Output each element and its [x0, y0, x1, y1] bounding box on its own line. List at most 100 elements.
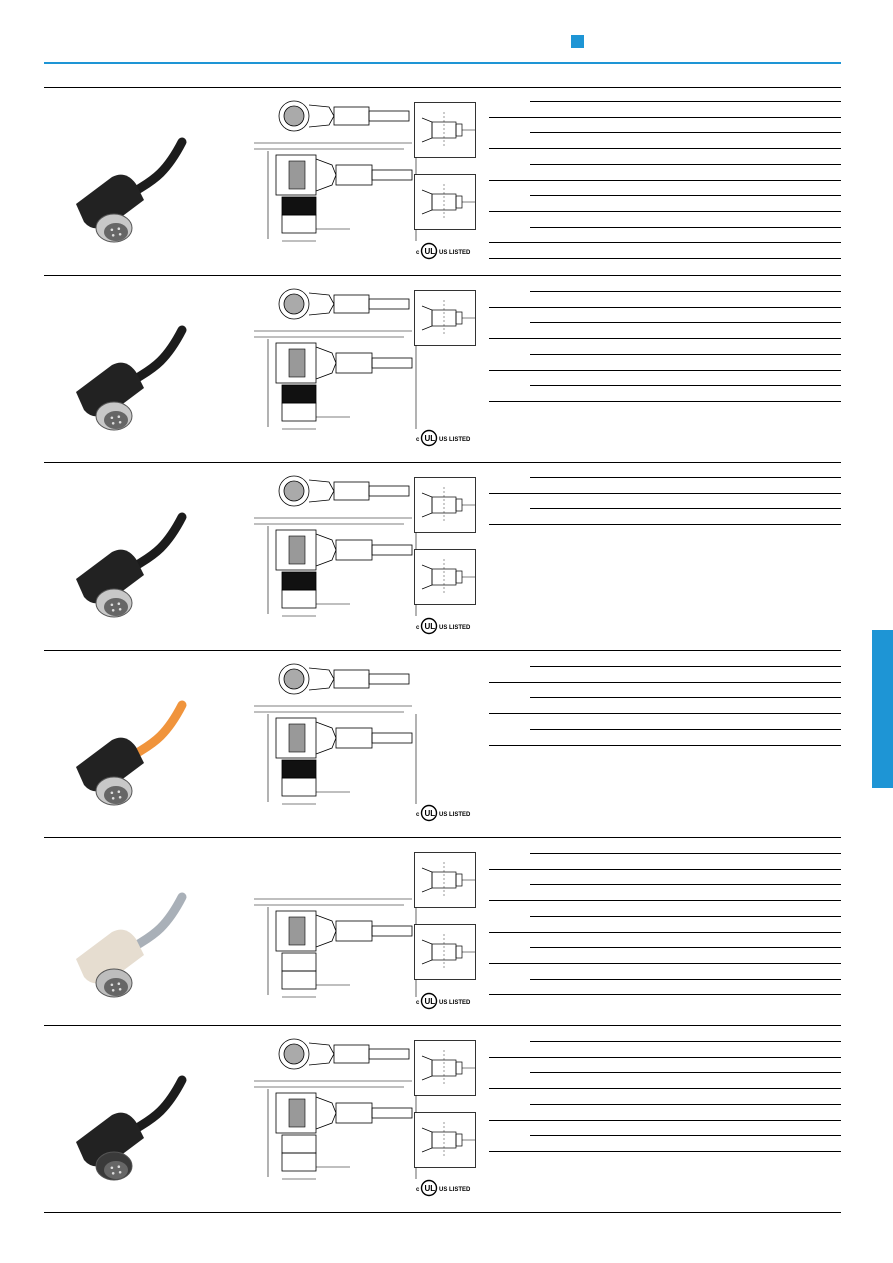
technical-drawing	[254, 867, 444, 1047]
product-photo	[54, 122, 204, 252]
side-view-cable	[371, 169, 413, 181]
spec-row-line	[489, 210, 841, 212]
side-view-thread	[281, 970, 317, 990]
spec-row-line	[530, 1072, 841, 1074]
side-view-pins	[288, 916, 306, 946]
side-view-nut	[281, 1134, 317, 1154]
cable-image	[129, 1075, 187, 1135]
spec-row-line	[489, 369, 841, 371]
spec-row-line	[530, 226, 841, 228]
face-view-outer	[278, 663, 310, 695]
side-view-head	[275, 910, 317, 952]
product-photo	[54, 1060, 204, 1190]
svg-text:c: c	[416, 625, 420, 631]
spec-row-line	[530, 978, 841, 980]
ul-label: US LISTED	[439, 812, 471, 818]
side-view-sleeve	[335, 164, 373, 186]
face-view-outer	[278, 1038, 310, 1070]
spec-row-line	[530, 947, 841, 949]
technical-drawing	[254, 662, 444, 842]
connector-body-image	[76, 362, 144, 417]
ul-label: US LISTED	[439, 625, 471, 631]
spec-row-line	[489, 179, 841, 181]
connector-photo	[76, 512, 187, 618]
svg-text:c: c	[416, 1000, 420, 1006]
spec-row-line	[489, 900, 841, 902]
spec-row-line	[530, 915, 841, 917]
face-view-inner	[283, 480, 305, 502]
spec-row-line	[530, 477, 841, 478]
side-view-nut	[281, 384, 317, 404]
side-view-body	[315, 1096, 337, 1130]
face-view-inner	[283, 1043, 305, 1065]
side-view-nut	[281, 196, 317, 216]
dimension-drawing	[254, 100, 417, 242]
side-view-thread	[281, 402, 317, 422]
face-view-body	[308, 479, 335, 503]
spec-row-line	[530, 385, 841, 387]
side-view-nut	[281, 571, 317, 591]
svg-text:c: c	[416, 1187, 420, 1193]
cable-image	[129, 892, 187, 952]
spec-row-line	[489, 1119, 841, 1121]
side-index-tab[interactable]	[872, 630, 893, 788]
face-view-outer	[278, 475, 310, 507]
side-view-head	[275, 529, 317, 571]
technical-drawing	[254, 1037, 444, 1217]
spec-row-line	[489, 1150, 841, 1152]
cable-image	[129, 512, 187, 572]
row-divider	[44, 275, 841, 276]
side-view-body	[315, 533, 337, 567]
spec-row-line	[530, 666, 841, 667]
connector-photo	[76, 137, 187, 243]
dimension-drawing	[254, 1038, 417, 1180]
side-view-cable	[371, 1107, 413, 1119]
side-view-nut	[281, 759, 317, 779]
technical-drawing	[254, 474, 444, 654]
cable-image	[129, 325, 187, 385]
spec-row-line	[489, 400, 841, 402]
spec-row-line	[530, 1041, 841, 1042]
spec-row-line	[530, 728, 841, 730]
wiring-diagram-box	[414, 1040, 478, 1098]
technical-drawing	[254, 99, 444, 279]
spec-row-line	[530, 195, 841, 197]
wiring-diagram	[414, 102, 476, 158]
spec-row-line	[489, 148, 841, 150]
connector-photo	[76, 700, 187, 806]
spec-row-line	[530, 132, 841, 134]
connector-body-image	[76, 1112, 144, 1167]
face-view-inner	[283, 293, 305, 315]
coupling-nut-image	[95, 1151, 133, 1181]
wiring-diagram	[414, 1112, 476, 1168]
wiring-diagram	[414, 1040, 476, 1096]
spec-row-line	[530, 853, 841, 854]
row-divider	[44, 87, 841, 88]
spec-row-line	[530, 697, 841, 699]
product-photo	[54, 877, 204, 1007]
wiring-diagram	[414, 477, 476, 533]
dimension-drawing	[254, 475, 417, 617]
side-view-head	[275, 154, 317, 196]
spec-row-line	[489, 306, 841, 308]
dimension-drawing	[254, 288, 417, 430]
product-photo	[54, 497, 204, 627]
spec-row-line	[530, 322, 841, 324]
side-view-sleeve	[335, 1102, 373, 1124]
side-view-cable	[371, 925, 413, 937]
cable-image	[129, 700, 187, 760]
ul-label: US LISTED	[439, 1187, 471, 1193]
wiring-diagram-box	[414, 549, 478, 607]
spec-row-line	[530, 508, 841, 510]
spec-row-line	[489, 931, 841, 933]
svg-text:UL: UL	[425, 622, 436, 631]
wiring-diagram-box	[414, 1112, 478, 1170]
wiring-diagram-box	[414, 924, 478, 982]
